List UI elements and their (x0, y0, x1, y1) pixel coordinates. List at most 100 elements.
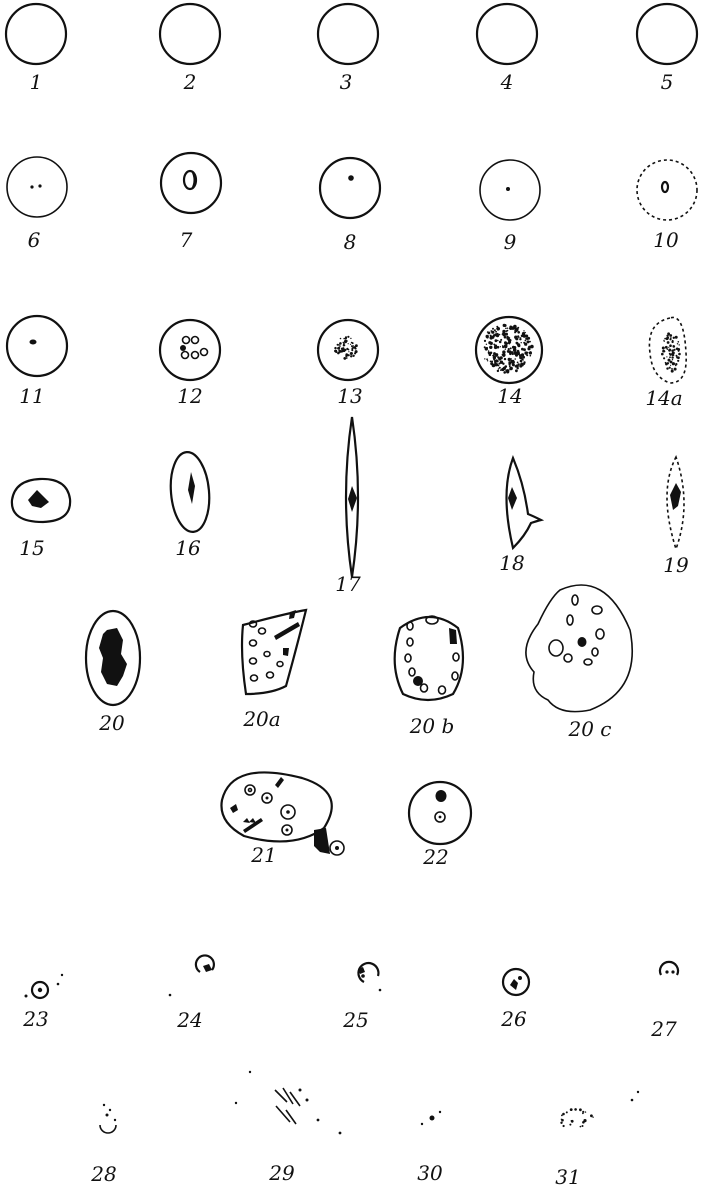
fig-label: 8 (344, 232, 357, 252)
granule (487, 360, 488, 361)
granule (502, 354, 504, 356)
granule (662, 347, 665, 350)
granule (669, 359, 671, 361)
granule (488, 350, 489, 351)
granule (517, 331, 520, 334)
fig-21-cell (221, 772, 344, 855)
granule (500, 346, 501, 347)
granule (525, 332, 526, 333)
fig-label: 5 (661, 72, 674, 92)
fig-label: 20 b (410, 716, 455, 736)
granule (508, 339, 511, 342)
granule (677, 343, 678, 344)
granule (667, 341, 670, 344)
fig-label: 20 (99, 713, 124, 733)
granule (488, 352, 490, 354)
granule (350, 338, 351, 339)
granule (505, 328, 507, 330)
granule (679, 344, 680, 345)
granule (495, 364, 498, 367)
fig-18-cell (507, 458, 542, 548)
granule (677, 356, 680, 359)
granule (663, 340, 664, 341)
granule (561, 1119, 564, 1122)
granule (496, 326, 498, 328)
granule (674, 368, 677, 371)
granule (661, 353, 664, 356)
granule (563, 1113, 565, 1115)
granule (344, 340, 347, 343)
granule (495, 331, 497, 333)
granule (494, 346, 497, 349)
granule (673, 345, 676, 348)
granule (665, 346, 668, 349)
granule (486, 336, 488, 338)
fig-2-cell (160, 4, 220, 64)
granule (501, 368, 503, 370)
granule (582, 1121, 585, 1124)
granule (669, 334, 672, 337)
granule (338, 351, 340, 353)
granule (343, 338, 345, 340)
granule (590, 1114, 593, 1117)
granule (671, 356, 673, 358)
granule (504, 358, 506, 360)
granule (339, 346, 340, 347)
granule (678, 353, 681, 356)
granule (347, 336, 349, 338)
granule (671, 368, 673, 370)
granule (509, 337, 511, 339)
granule (335, 351, 337, 353)
fig-label: 14a (645, 388, 682, 408)
granule (504, 341, 507, 344)
granule (574, 1108, 577, 1111)
granule (582, 1125, 584, 1127)
granule (592, 1117, 593, 1118)
granule (669, 353, 671, 355)
fig-label: 29 (269, 1163, 294, 1183)
fig-label: 26 (501, 1009, 526, 1029)
granule (350, 355, 352, 357)
fig-5-cell (637, 4, 697, 64)
fig-label: 20 c (568, 719, 611, 739)
granule (671, 341, 673, 343)
granule (517, 362, 519, 364)
granule (486, 358, 488, 360)
granule (499, 367, 501, 369)
fig-label: 24 (177, 1010, 202, 1030)
granule (512, 353, 514, 355)
granule (484, 358, 485, 359)
granule (521, 342, 522, 343)
granule (582, 1112, 584, 1114)
granule (580, 1126, 582, 1128)
fig-label: 4 (501, 72, 514, 92)
granule (519, 356, 522, 359)
granule (354, 347, 355, 348)
granule (530, 351, 532, 353)
granule (508, 348, 510, 350)
granule (503, 324, 506, 327)
granule (510, 347, 512, 349)
fig-label: 9 (504, 232, 517, 252)
granule (496, 328, 497, 329)
fig-label: 2 (184, 72, 197, 92)
fig-label: 25 (343, 1010, 368, 1030)
fig-8-cell (320, 158, 380, 218)
fig-20b-cell (395, 616, 463, 700)
granule (569, 1124, 571, 1126)
granule (527, 340, 530, 343)
fig-label: 19 (663, 555, 688, 575)
granule (663, 357, 665, 359)
fig-label: 17 (335, 574, 360, 594)
granule (512, 363, 514, 365)
granule (514, 336, 517, 339)
fig-label: 20a (243, 709, 280, 729)
fig-label: 7 (180, 230, 193, 250)
granule (521, 363, 524, 366)
granule (662, 350, 665, 353)
fig-3-cell (318, 4, 378, 64)
fig-31-cell (560, 1091, 639, 1128)
granule (495, 339, 498, 342)
granule (571, 1120, 572, 1121)
granule (512, 329, 513, 330)
